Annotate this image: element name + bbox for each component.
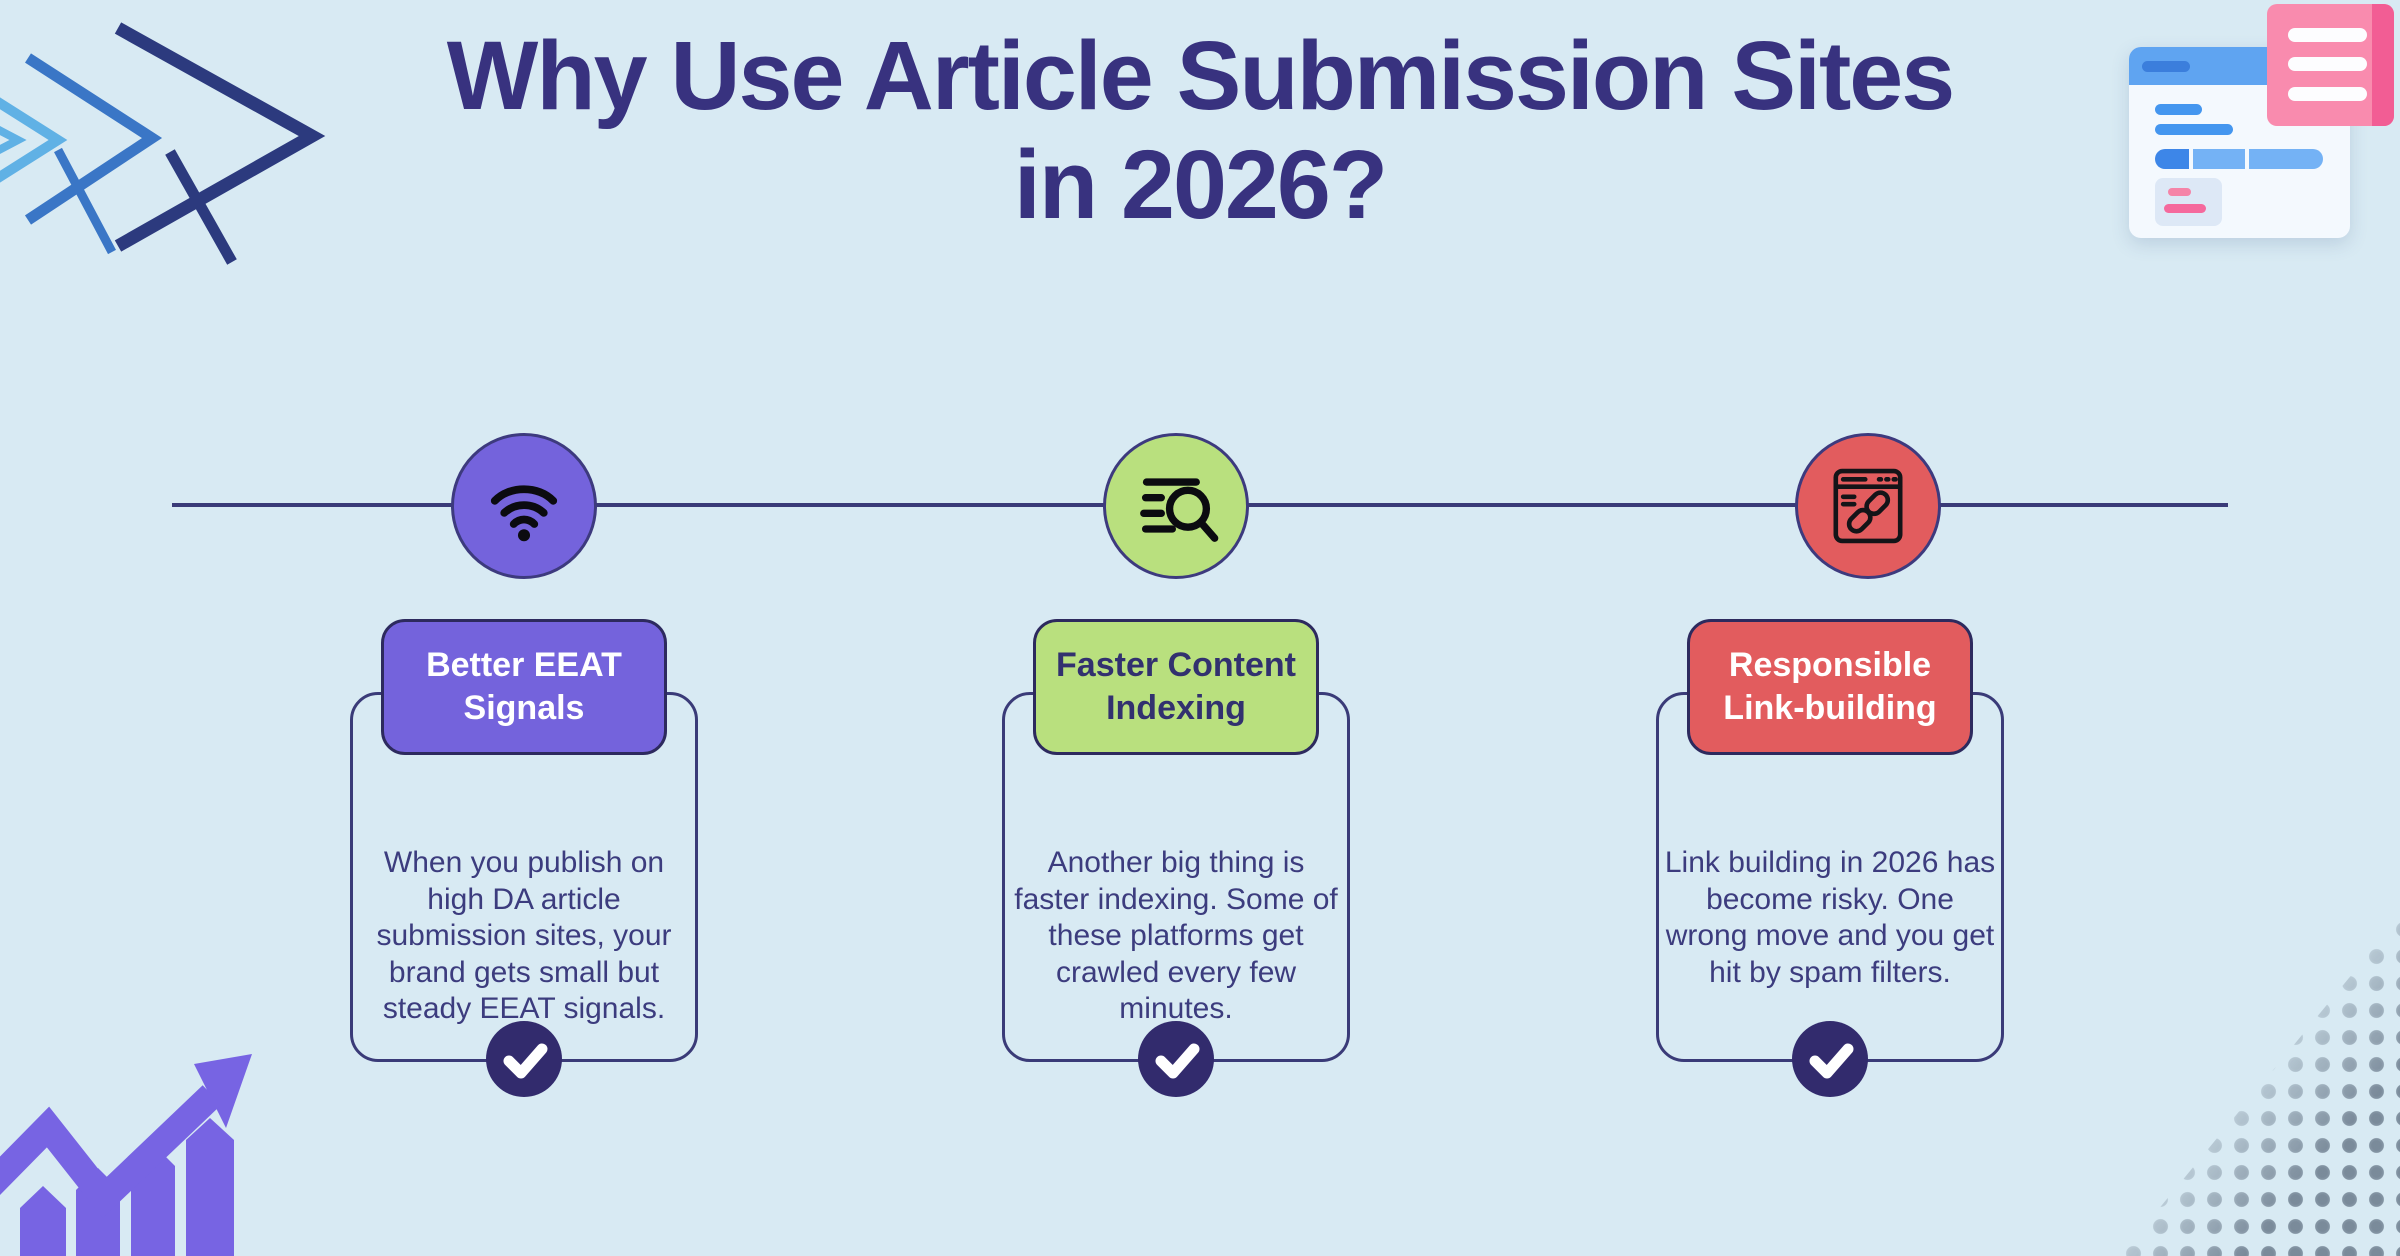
hamburger-icon-bar [2288,87,2367,101]
check-icon [1809,1043,1854,1079]
chart-bar [20,1186,66,1256]
browser-progress-bar [2155,149,2323,169]
browser-header-pill [2142,61,2190,72]
title-line-1: Why Use Article Submission Sites [446,21,1955,130]
chevron-icon-blue [24,53,163,225]
icon-circle-eeat [451,433,597,579]
benefit-card-linkbuilding: Responsible Link-building Link building … [1656,619,2004,1097]
benefit-card-eeat: Better EEAT Signals When you publish on … [350,619,698,1097]
check-icon [1155,1043,1200,1079]
chevron-icon-light-blue [0,97,68,183]
check-badge [486,1021,562,1097]
card-title-eeat: Better EEAT Signals [381,619,667,755]
chevron-leg-blue [54,147,116,255]
icon-circle-indexing [1103,433,1249,579]
wifi-icon [490,485,558,542]
hamburger-icon-bar [2288,57,2367,71]
icon-circle-linkbuilding [1795,433,1941,579]
halftone-dots-decoration [2120,916,2400,1256]
chevron-leg-navy [165,149,237,265]
progress-segment [2249,149,2323,169]
menu-card-side-band [2372,4,2394,126]
panel-pill [2168,188,2191,196]
chevron-icon-navy [114,22,326,252]
card-body-text: Link building in 2026 has become risky. … [1664,846,1996,989]
card-body-text: Another big thing is faster indexing. So… [1014,846,1338,1026]
browser-link-icon [1833,468,1903,544]
panel-pill [2164,204,2206,213]
benefit-card-indexing: Faster Content Indexing Another big thin… [1002,619,1350,1097]
hamburger-icon-bar [2288,28,2367,42]
chart-bar [186,1118,234,1256]
trend-line [0,1085,222,1219]
check-badge [1138,1021,1214,1097]
growth-arrow-decoration [0,1054,252,1256]
check-icon [503,1043,548,1079]
search-list-icon [1140,478,1219,542]
chevron-icon-light-blue-inner [0,126,27,154]
menu-card-illustration [2267,4,2394,126]
page-title: Why Use Article Submission Sites in 2026… [0,21,2400,239]
progress-segment [2193,149,2245,169]
browser-text-line [2155,124,2233,135]
browser-text-line [2155,104,2202,115]
title-line-2: in 2026? [1013,129,1388,239]
card-title-linkbuilding: Responsible Link-building [1687,619,1973,755]
chevron-arrows-decoration [0,22,326,265]
browser-mini-panel [2155,178,2222,226]
progress-segment [2155,149,2189,169]
card-title-indexing: Faster Content Indexing [1033,619,1319,755]
arrow-head [194,1054,252,1128]
card-body-text: When you publish on high DA article subm… [376,846,672,1026]
check-badge [1792,1021,1868,1097]
